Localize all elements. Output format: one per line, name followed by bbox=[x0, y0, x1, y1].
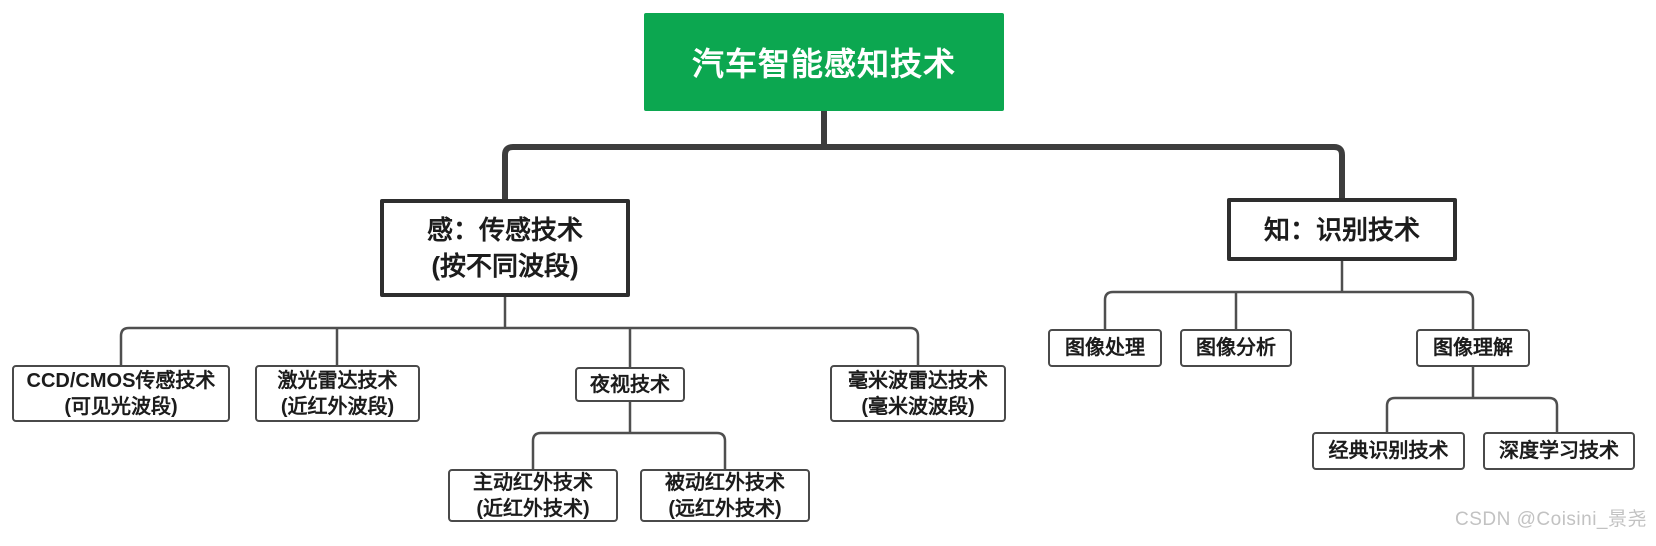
node-lidar: 激光雷达技术 (近红外波段) bbox=[255, 365, 420, 422]
node-image-understanding: 图像理解 bbox=[1416, 329, 1530, 367]
node-label-line2: (可见光波段) bbox=[64, 395, 178, 418]
node-label-line1: 图像分析 bbox=[1196, 337, 1276, 359]
connector-understanding-bracket bbox=[1385, 396, 1559, 432]
node-active-infrared: 主动红外技术 (近红外技术) bbox=[448, 469, 618, 522]
node-night-vision: 夜视技术 bbox=[575, 367, 685, 402]
node-label-line2: (远红外技术) bbox=[668, 497, 782, 520]
node-label-line1: 知：识别技术 bbox=[1263, 214, 1420, 245]
connector-root-to-branches bbox=[502, 144, 1345, 201]
node-label-line1: 图像处理 bbox=[1065, 337, 1145, 359]
node-image-analysis: 图像分析 bbox=[1180, 329, 1292, 367]
node-classic-recognition: 经典识别技术 bbox=[1312, 432, 1465, 470]
watermark: CSDN @Coisini_景尧 bbox=[1455, 509, 1647, 530]
node-label-line1: 图像理解 bbox=[1433, 337, 1513, 359]
node-label-line1: 夜视技术 bbox=[590, 373, 670, 396]
node-recognize-branch: 知：识别技术 bbox=[1227, 198, 1457, 261]
node-root: 汽车智能感知技术 bbox=[644, 13, 1004, 111]
node-label-line1: CCD/CMOS传感技术 bbox=[26, 369, 216, 392]
node-label-line2: (近红外波段) bbox=[280, 395, 395, 418]
node-label-line1: 被动红外技术 bbox=[665, 471, 785, 494]
node-label-line2: (按不同波段) bbox=[431, 251, 579, 281]
node-passive-infrared: 被动红外技术 (远红外技术) bbox=[640, 469, 810, 522]
node-mmwave-radar: 毫米波雷达技术 (毫米波波段) bbox=[830, 365, 1006, 422]
node-label-line1: 主动红外技术 bbox=[473, 471, 593, 494]
node-sense-branch: 感：传感技术 (按不同波段) bbox=[380, 199, 630, 297]
node-deep-learning: 深度学习技术 bbox=[1483, 432, 1635, 470]
connector-sense-bracket bbox=[119, 326, 920, 365]
connector-recognize-bracket bbox=[1103, 290, 1475, 329]
root-title: 汽车智能感知技术 bbox=[691, 46, 956, 82]
node-label-line1: 深度学习技术 bbox=[1499, 440, 1619, 462]
node-label-line2: (毫米波波段) bbox=[861, 395, 975, 418]
node-label-line1: 毫米波雷达技术 bbox=[848, 369, 988, 392]
node-ccd-cmos: CCD/CMOS传感技术 (可见光波段) bbox=[12, 365, 230, 422]
node-label-line1: 经典识别技术 bbox=[1328, 440, 1449, 462]
connector-night-bracket bbox=[531, 431, 727, 469]
node-label-line2: (近红外技术) bbox=[476, 497, 590, 520]
node-label-line1: 感：传感技术 bbox=[426, 215, 583, 245]
node-label-line1: 激光雷达技术 bbox=[277, 369, 398, 392]
node-image-processing: 图像处理 bbox=[1048, 329, 1162, 367]
